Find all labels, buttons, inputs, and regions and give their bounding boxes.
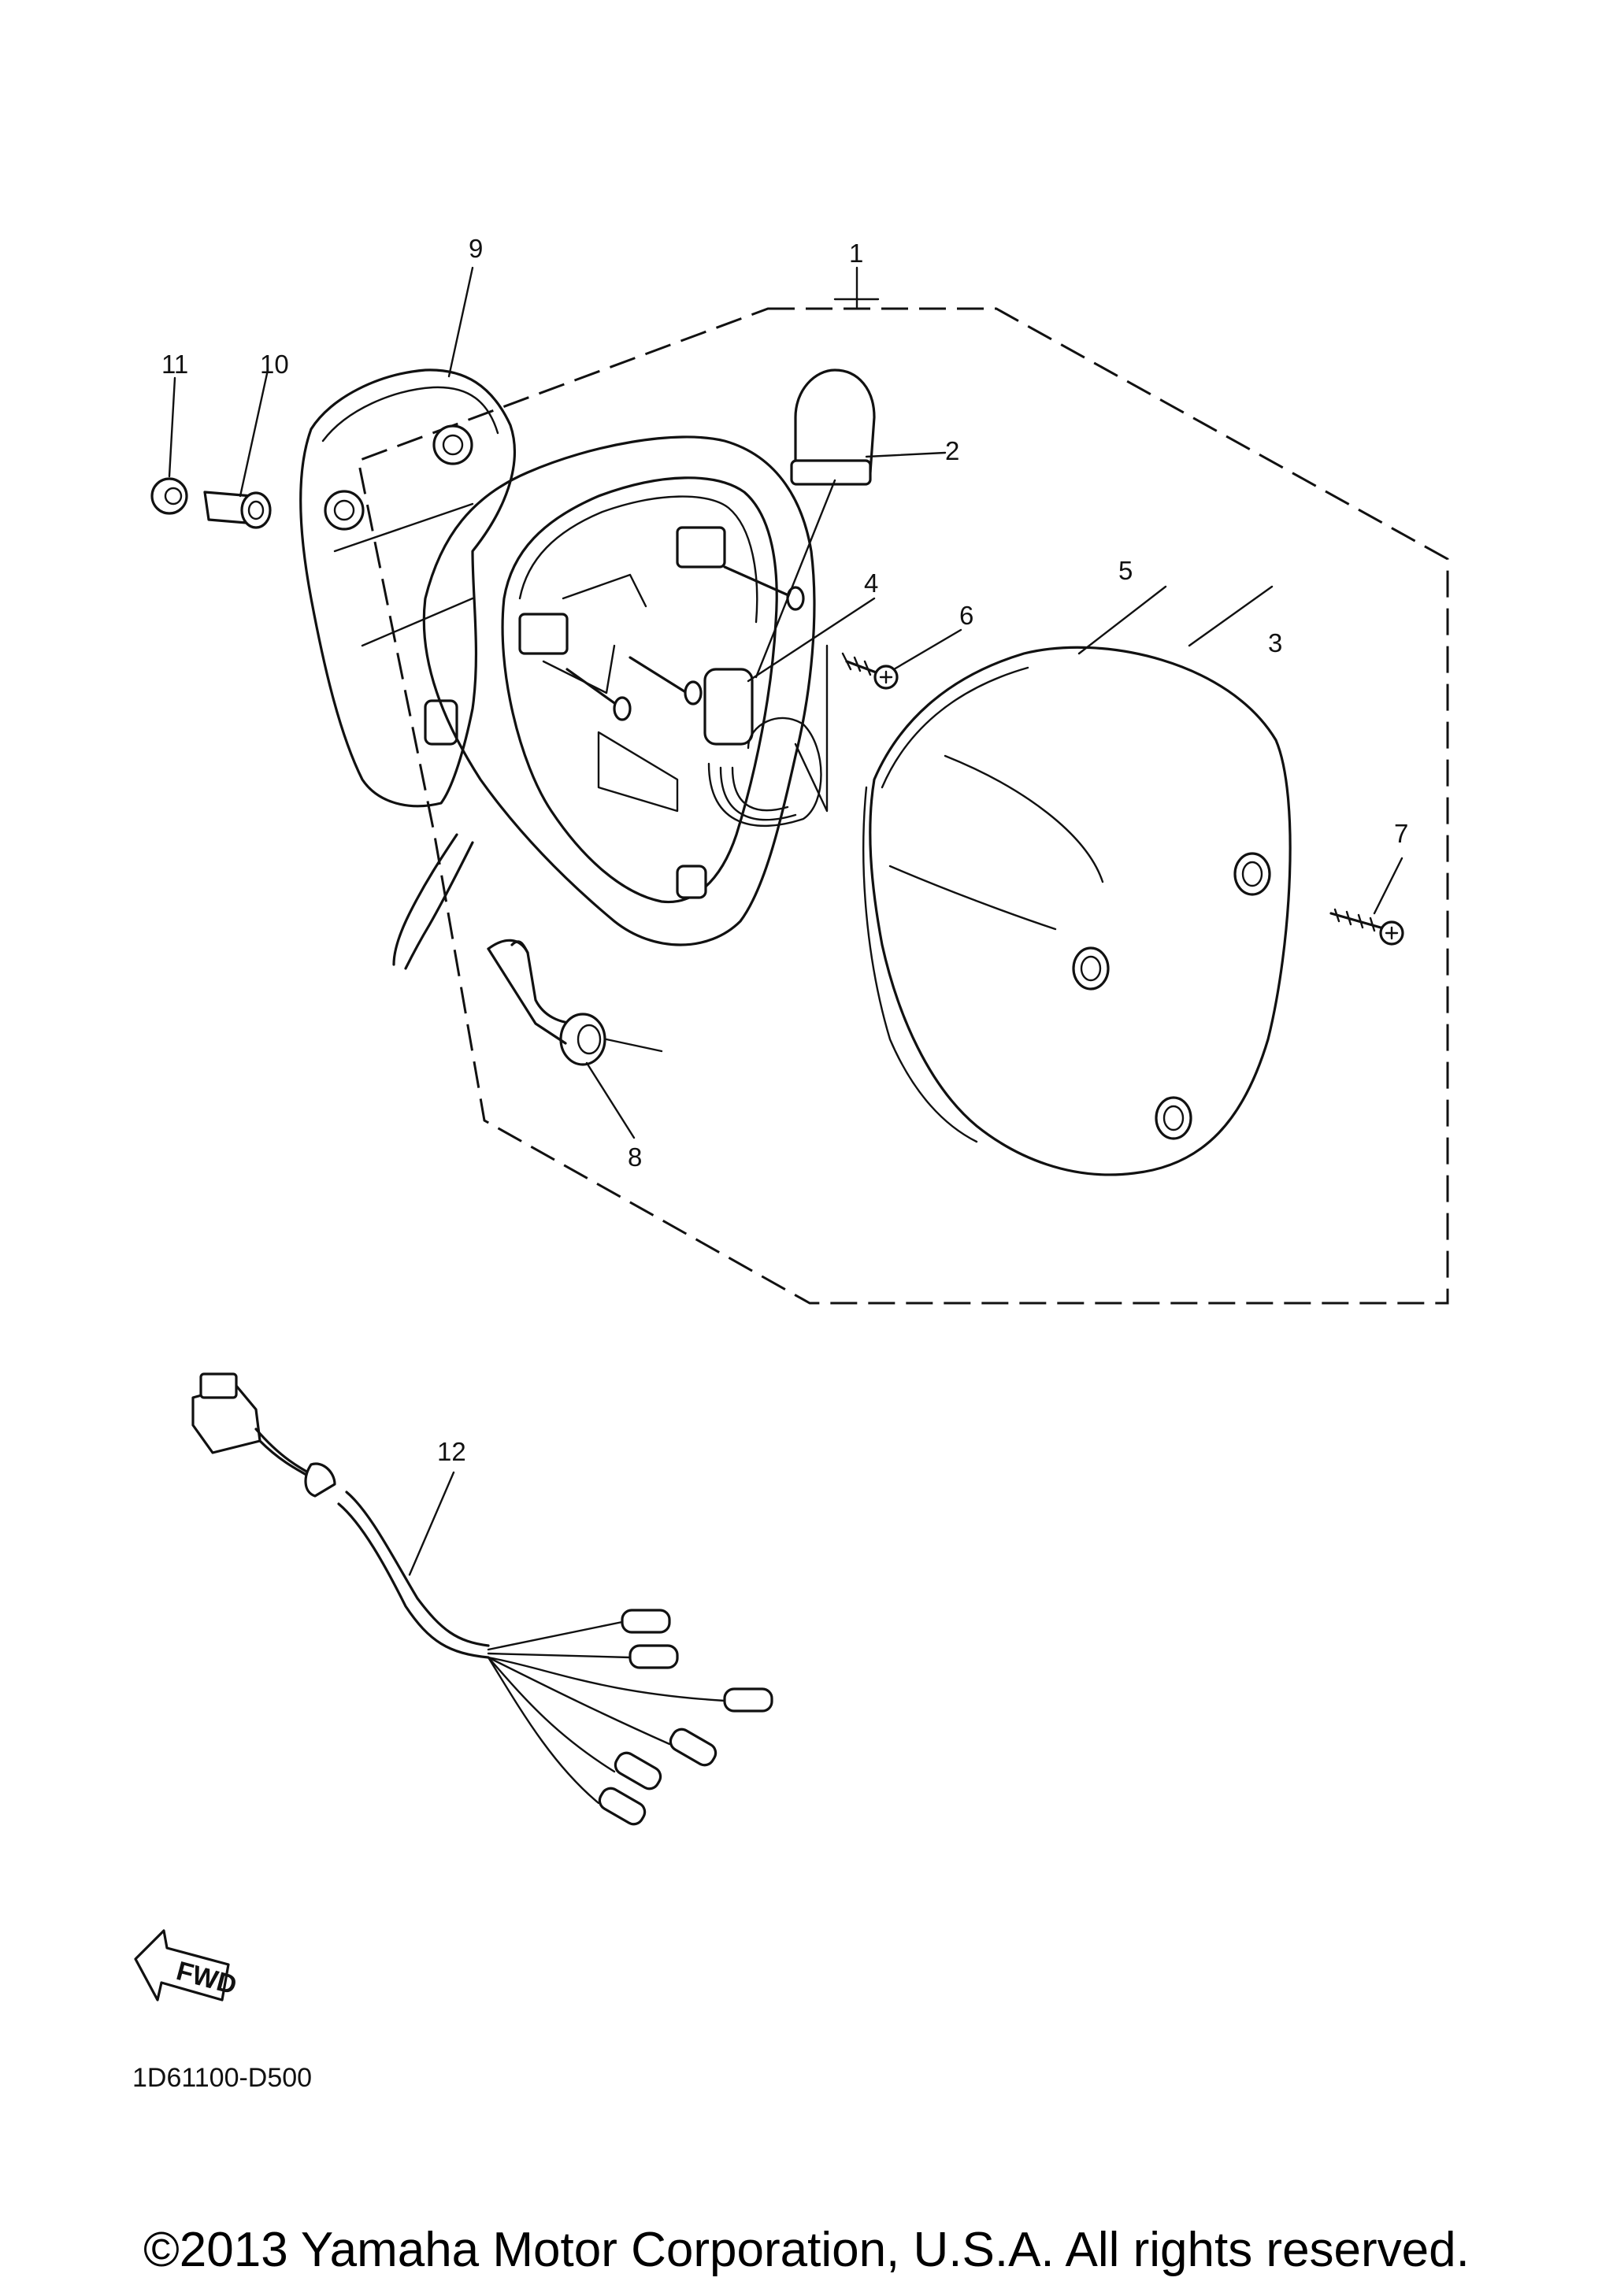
callout-labels: 1 2 3 4 5 6 7 8 9 10 11 12 — [161, 234, 1408, 1466]
callout-1: 1 — [849, 239, 863, 268]
assembly-boundary — [357, 307, 1449, 1305]
callout-8: 8 — [628, 1142, 642, 1172]
callout-3: 3 — [1268, 628, 1282, 657]
callout-2: 2 — [945, 436, 959, 465]
lens — [862, 646, 1292, 1176]
callout-4: 4 — [864, 568, 878, 598]
nut — [150, 477, 188, 515]
grommet — [487, 939, 663, 1066]
lamp-housing — [392, 435, 816, 970]
callout-5: 5 — [1118, 556, 1133, 585]
bulb — [790, 368, 876, 486]
drawing-code: 1D61100-D500 — [132, 2063, 312, 2093]
copyright-notice: ©2013 Yamaha Motor Corporation, U.S.A. A… — [143, 2223, 1470, 2277]
collar — [203, 491, 272, 529]
leader-lines — [168, 266, 1403, 1576]
callout-12: 12 — [437, 1437, 466, 1466]
callout-9: 9 — [469, 234, 483, 263]
callout-11: 11 — [161, 350, 188, 379]
screw-long — [1329, 908, 1404, 946]
socket — [703, 644, 829, 828]
wire-harness — [191, 1372, 773, 1826]
callout-7: 7 — [1394, 819, 1408, 848]
callout-10: 10 — [260, 350, 289, 379]
callout-6: 6 — [959, 601, 973, 630]
screw-short — [841, 652, 899, 690]
fwd-arrow-icon: FWD — [134, 1929, 240, 2002]
base-plate — [299, 368, 517, 808]
